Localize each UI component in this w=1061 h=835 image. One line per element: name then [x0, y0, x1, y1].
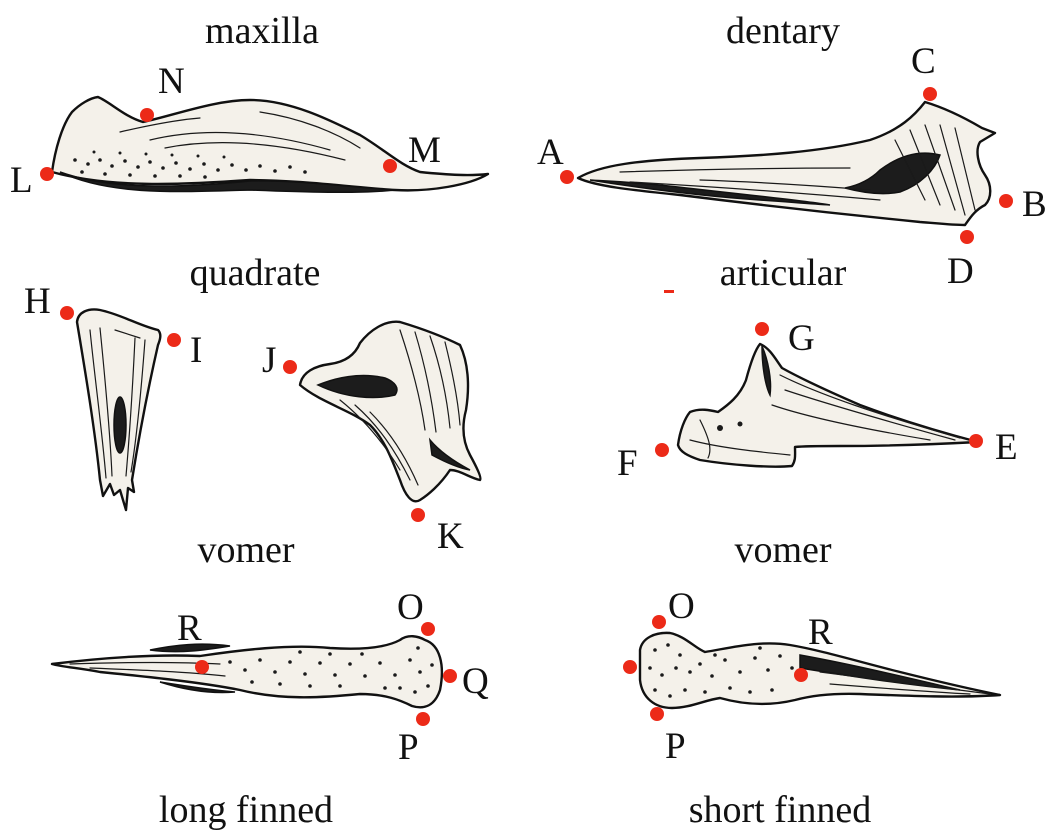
title-quadrate: quadrate	[190, 252, 321, 294]
landmark-label-o-left: O	[397, 587, 424, 628]
landmark-dot-p-left	[416, 712, 430, 726]
landmark-label-f: F	[617, 443, 638, 484]
landmark-label-g: G	[788, 318, 815, 359]
title-vomer-left: vomer	[197, 529, 294, 571]
landmark-label-p-right: P	[665, 726, 686, 767]
landmark-dot-d	[960, 230, 974, 244]
title-dentary: dentary	[726, 10, 840, 52]
landmark-dot-m	[383, 159, 397, 173]
landmark-label-k: K	[437, 516, 464, 557]
landmark-label-d: D	[947, 251, 974, 292]
landmark-dot-e	[969, 434, 983, 448]
landmark-dot-r-right	[794, 668, 808, 682]
landmark-label-c: C	[911, 41, 936, 82]
landmark-label-i: I	[190, 330, 202, 371]
landmark-dot-f	[655, 443, 669, 457]
landmark-dot-c	[923, 87, 937, 101]
landmark-dot-p-right	[650, 707, 664, 721]
title-vomer-right: vomer	[734, 529, 831, 571]
landmark-dot-i	[167, 333, 181, 347]
dentary-bone	[578, 102, 995, 225]
vomer-long-finned-bone	[52, 636, 442, 707]
landmark-dot-q-left	[443, 669, 457, 683]
landmark-label-m: M	[408, 130, 441, 171]
stray-mark	[664, 290, 674, 293]
landmark-label-a: A	[537, 132, 564, 173]
landmark-label-o-right: O	[668, 586, 695, 627]
title-short-finned: short finned	[689, 789, 872, 831]
title-maxilla: maxilla	[205, 10, 319, 52]
quadrate-side-bone	[300, 322, 480, 502]
landmark-label-r-right: R	[808, 612, 833, 653]
quadrate-upright-bone	[77, 310, 160, 511]
landmark-label-e: E	[995, 427, 1018, 468]
landmark-label-n: N	[158, 61, 185, 102]
landmark-dot-l	[40, 167, 54, 181]
landmark-label-l: L	[10, 160, 33, 201]
landmark-label-j: J	[262, 340, 276, 381]
landmark-label-q-left: Q	[462, 661, 489, 702]
articular-bone	[678, 344, 978, 467]
landmark-dot-r-left	[195, 660, 209, 674]
landmark-label-b: B	[1022, 184, 1047, 225]
landmark-dot-b	[999, 194, 1013, 208]
landmark-dot-j	[283, 360, 297, 374]
title-articular: articular	[720, 252, 847, 294]
landmark-dot-n	[140, 108, 154, 122]
landmark-label-r-left: R	[177, 608, 202, 649]
title-long-finned: long finned	[159, 789, 333, 831]
landmark-dot-h	[60, 306, 74, 320]
landmark-dot-g	[755, 322, 769, 336]
landmark-label-p-left: P	[398, 727, 419, 768]
landmark-label-h: H	[24, 281, 51, 322]
landmark-dot-k	[411, 508, 425, 522]
landmark-dot-q-right	[623, 660, 637, 674]
landmark-dot-o-right	[652, 615, 666, 629]
